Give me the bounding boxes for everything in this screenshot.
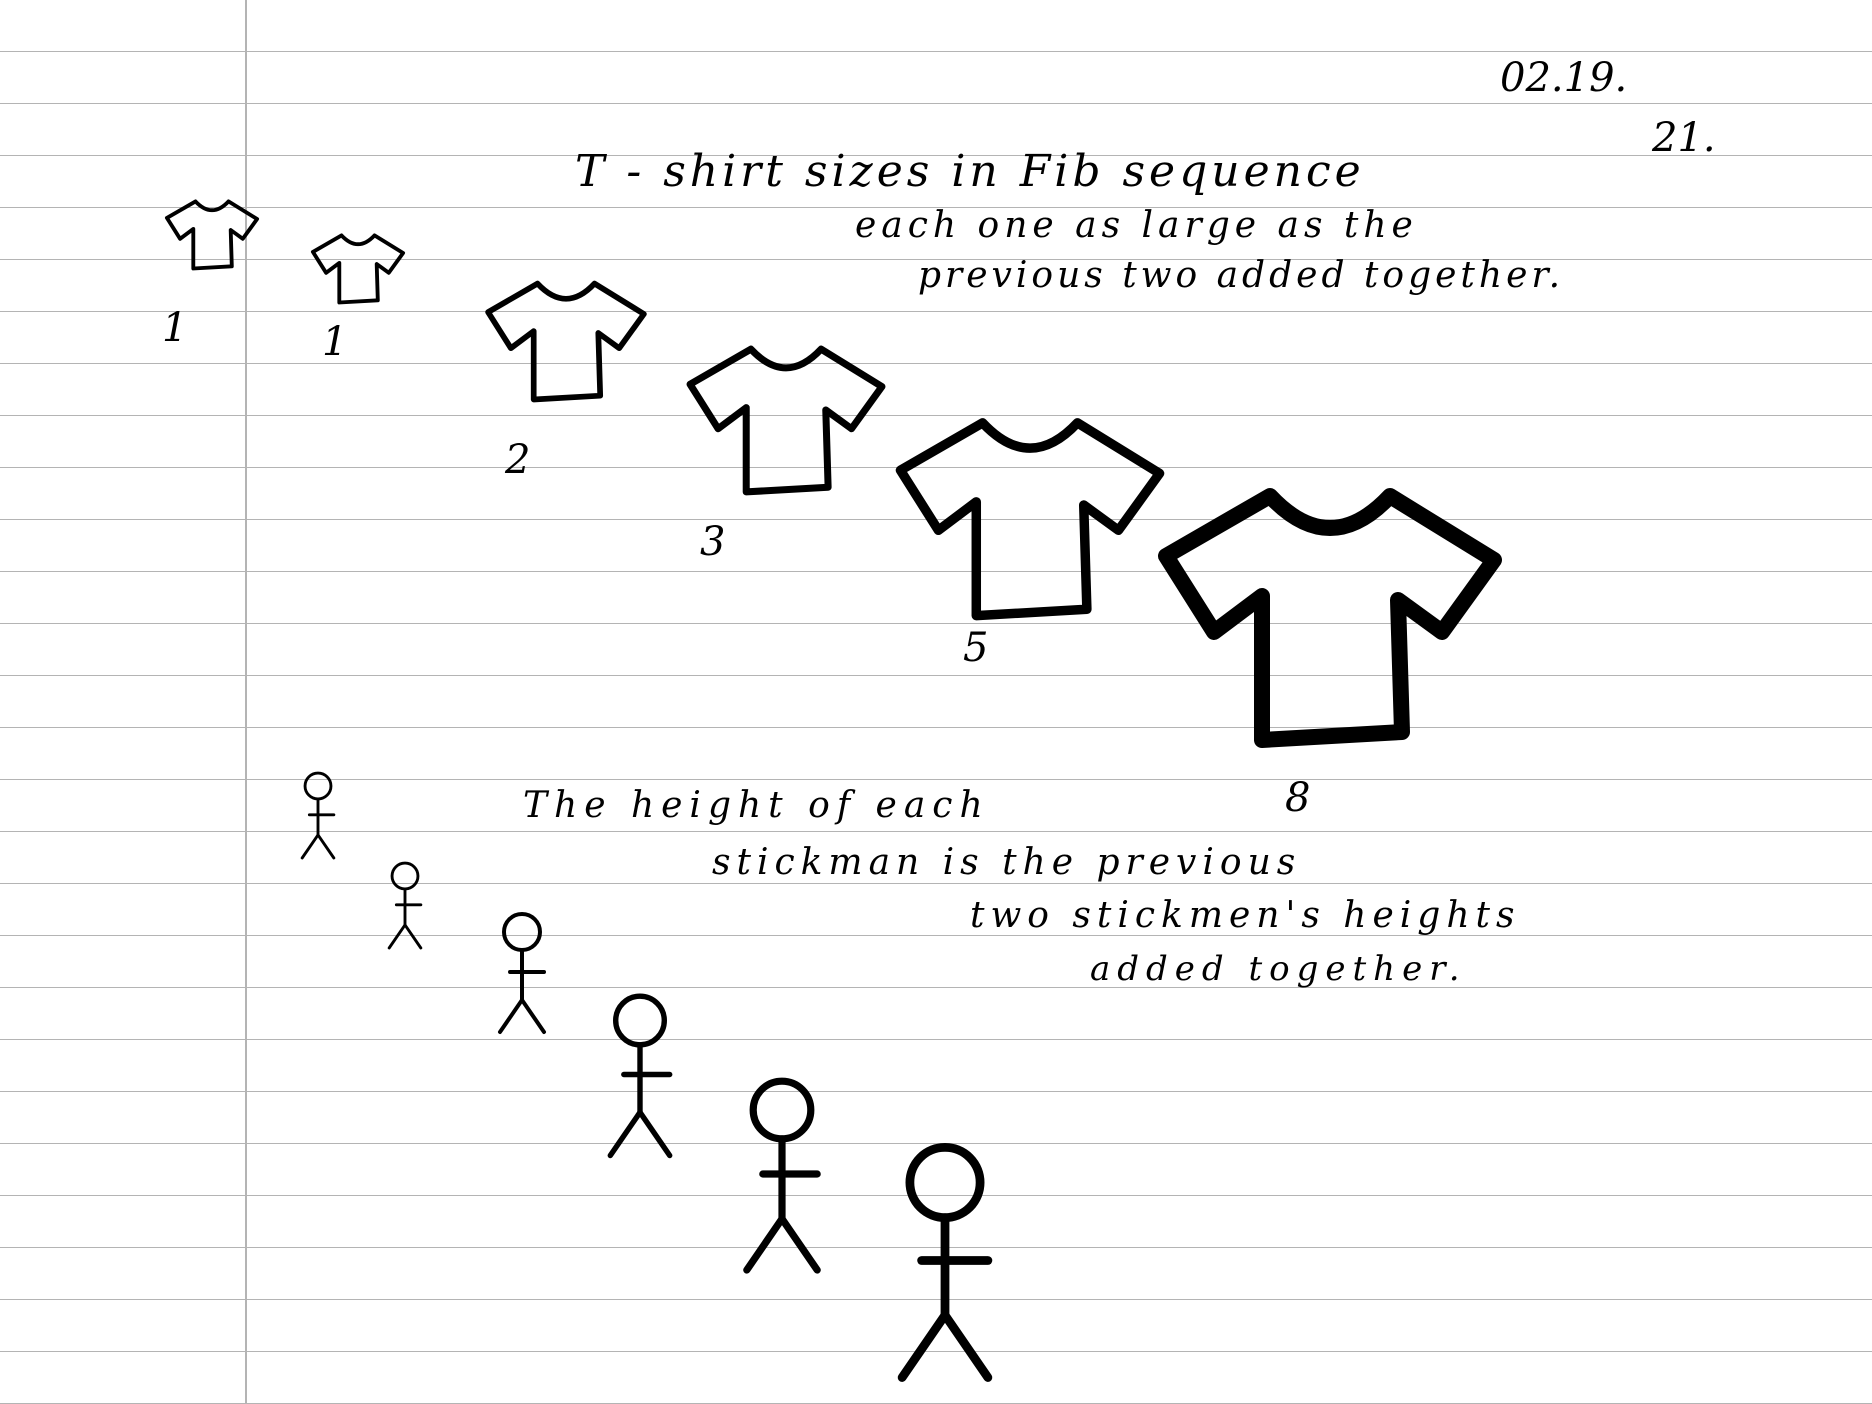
stickman-note-line-2: stickman is the previous [712,842,1302,883]
tshirt-note-line-3: previous two added together. [918,255,1565,296]
tshirt-icon-2 [487,283,645,400]
tshirt-label-5: 5 [963,625,989,671]
stickman-note-line-4: added together. [1090,949,1467,989]
stickman-note-line-1: The height of each [523,785,990,826]
tshirt-icon-1a [166,201,258,269]
tshirt-icon-3 [689,348,883,493]
stickman-icon-5 [745,1080,819,1271]
tshirt-icon-1b [312,235,404,303]
tshirt-note-line-1: T - shirt sizes in Fib sequence [575,146,1365,197]
tshirt-label-8: 8 [1285,775,1311,821]
tshirt-note-line-2: each one as large as the [855,205,1418,246]
stickman-icon-1 [301,772,335,859]
page-date: 02.19. [1500,55,1628,101]
stickman-note-line-3: two stickmen's heights [970,895,1521,936]
margin-line [245,0,247,1404]
stickman-icon-2 [388,862,422,949]
page-number: 21. [1652,115,1716,161]
stickman-icon-4 [609,995,671,1157]
tshirt-label-3: 3 [700,519,726,565]
tshirt-label-1a: 1 [162,305,188,351]
tshirt-label-2: 2 [505,437,531,483]
tshirt-icon-8 [1165,495,1495,741]
tshirt-label-1b: 1 [322,319,348,365]
stickman-icon-6 [901,1146,989,1379]
tshirt-icon-5 [899,422,1161,617]
stickman-icon-3 [499,913,545,1033]
